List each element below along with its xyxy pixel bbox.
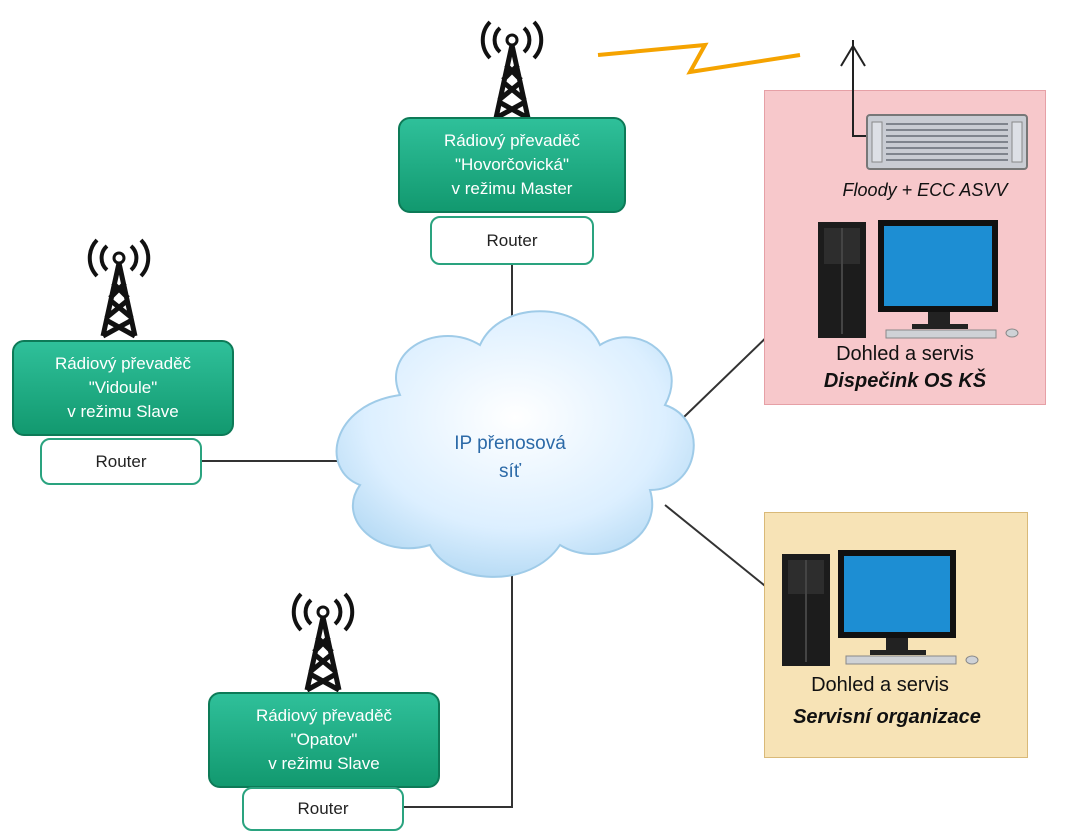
lightning-bolt [597,42,801,75]
repeater-mode: v režimu Slave [268,754,380,773]
repeater-title: Rádiový převaděč [443,131,581,150]
router-vidoule: Router [40,438,202,485]
tower-icon-opatov [291,592,355,693]
link-cloud-service [664,504,781,599]
antenna-cable [852,100,872,137]
link-opatov-cloud [404,560,513,808]
tower-icon-vidoule [87,238,151,339]
cloud-shape [335,310,695,578]
service-pc-label: Dohled a servis [811,674,949,696]
router-label: Router [297,799,349,818]
repeater-opatov: Rádiový převaděč "Opatov" v režimu Slave [208,692,440,788]
router-hovorcovicka: Router [430,216,594,265]
cloud-label-line1: IP přenosová [454,433,566,454]
router-label: Router [486,230,538,250]
router-label: Router [95,451,147,471]
tower-icon-master [480,20,544,121]
repeater-name: "Vidoule" [88,378,158,397]
service-computer-icon [782,550,979,666]
repeater-mode: v režimu Master [451,179,573,198]
dispatch-device-label: Floody + ECC ASVV [842,180,1008,200]
repeater-title: Rádiový převaděč [255,706,393,725]
dispatch-site-label: Dispečink OS KŠ [823,370,987,392]
repeater-mode: v režimu Slave [67,402,179,421]
repeater-vidoule: Rádiový převaděč "Vidoule" v režimu Slav… [12,340,234,436]
router-opatov: Router [242,787,404,831]
repeater-title: Rádiový převaděč [54,354,192,373]
repeater-hovorcovicka: Rádiový převaděč "Hovorčovická" v režimu… [398,117,626,213]
server-rack-icon [866,114,1028,170]
repeater-name: "Hovorčovická" [454,155,570,174]
repeater-name: "Opatov" [290,730,358,749]
service-site-label: Servisní organizace [793,706,981,728]
cloud-label: IP přenosová síť [420,430,600,486]
dispatch-pc-label: Dohled a servis [836,343,974,365]
dispatch-computer-icon [818,220,1019,339]
cloud-label-line2: síť [499,461,521,482]
